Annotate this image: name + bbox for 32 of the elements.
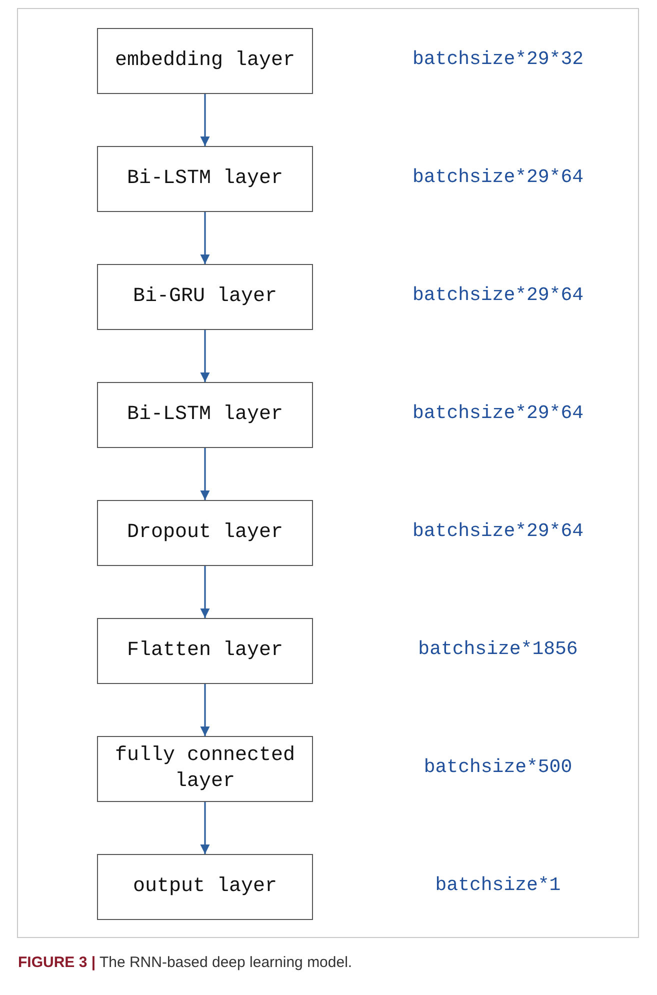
layer-label: output layer	[132, 874, 278, 900]
layer-box	[97, 264, 313, 330]
output-shape-label: batchsize*29*64	[411, 284, 585, 306]
output-shape-label: batchsize*29*64	[411, 402, 585, 424]
arrow	[200, 94, 210, 146]
arrow	[200, 330, 210, 382]
layer-label: Bi-LSTM layer	[126, 402, 284, 428]
layer-box	[97, 28, 313, 94]
layer-box	[97, 736, 313, 802]
output-shape-label: batchsize*29*64	[411, 166, 585, 188]
arrow	[200, 802, 210, 854]
layer-label: Bi-LSTM layer	[126, 166, 284, 192]
arrow	[200, 566, 210, 618]
arrow	[200, 448, 210, 500]
layer-box	[97, 146, 313, 212]
layer-box	[97, 500, 313, 566]
layer-label: embedding layer	[114, 48, 296, 74]
arrow	[200, 684, 210, 736]
layer-box	[97, 382, 313, 448]
figure-caption: FIGURE 3 | The RNN-based deep learning model.	[18, 954, 352, 971]
output-shape-label: batchsize*1856	[417, 638, 579, 660]
output-shape-label: batchsize*29*64	[411, 520, 585, 542]
layer-label: Bi-GRU layer	[132, 284, 278, 310]
output-shape-label: batchsize*1	[434, 874, 562, 896]
layer-label: fully connected layer	[114, 743, 296, 795]
arrow	[200, 212, 210, 264]
layer-box	[97, 854, 313, 920]
layer-label: Dropout layer	[126, 520, 284, 546]
layer-label: Flatten layer	[126, 638, 284, 664]
output-shape-label: batchsize*500	[422, 756, 574, 778]
layer-box	[97, 618, 313, 684]
output-shape-label: batchsize*29*32	[411, 48, 585, 70]
